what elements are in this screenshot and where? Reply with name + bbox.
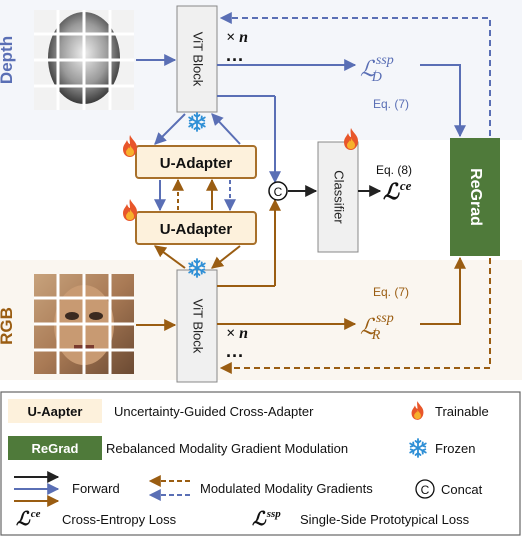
legend-concat-icon [415,479,435,499]
legend-gradient-arrows [148,475,190,501]
rgb-label: RGB [0,307,16,345]
legend-ssp-desc: Single-Side Prototypical Loss [300,512,470,527]
dots-depth: ··· [226,50,244,70]
dots-rgb: ··· [226,346,244,366]
repeat-rgb: × n [226,325,248,342]
eq8-label: Eq. (8) [376,163,412,177]
legend-concat: Concat [441,482,483,497]
legend-trainable: Trainable [435,404,489,419]
classifier-label: Classifier [332,170,347,224]
legend-forward-arrows [14,471,60,507]
rgb-to-regrad-arrow [420,256,466,325]
u-adapter-1 [135,145,257,179]
vit-adapter-links [154,113,241,269]
regrad-box [450,138,500,256]
vit-block-rgb-label: ViT Block [191,299,206,354]
legend-ce-desc: Cross-Entropy Loss [62,512,177,527]
legend-forward: Forward [72,481,120,496]
u-adapter-2-label: U-Adapter [160,221,233,238]
legend-uadapter-desc: Uncertainty-Guided Cross-Adapter [114,404,314,419]
legend-uadapter-swatch [8,399,102,423]
legend-ssp-symbol: ℒssp [252,508,281,530]
legend-concat-symbol: C [421,483,430,497]
eq7-bottom: Eq. (7) [373,285,409,299]
repeat-depth: × n [226,29,248,46]
legend-ce-symbol: ℒce [16,508,41,530]
rgb-image [34,274,134,374]
legend-regrad-key: ReGrad [32,441,79,456]
concat-symbol: C [274,185,283,199]
concat-node: C [217,95,318,287]
eq7-top: Eq. (7) [373,97,409,111]
u-adapter-2 [135,211,257,245]
classifier-box [317,141,359,253]
u-adapter-1-label: U-Adapter [160,155,233,172]
depth-to-regrad-arrow [420,64,466,138]
adapter-links [154,178,236,212]
flame-icon [123,199,137,221]
depth-label: Depth [0,36,16,84]
vit-block-rgb [176,269,218,383]
vit-block-depth [176,5,218,113]
loss-ce: ℒce [383,178,412,204]
legend-regrad-swatch [8,436,102,460]
rgb-gradient-arrow [219,258,491,374]
legend-box [0,391,521,536]
legend-regrad-desc: Rebalanced Modality Gradient Modulation [106,441,348,456]
legend-uadapter-key: U-Aapter [28,404,83,419]
vit-block-depth-label: ViT Block [191,32,206,87]
legend-modulated: Modulated Modality Gradients [200,481,373,496]
depth-image [34,10,134,110]
legend-frozen: Frozen [435,441,475,456]
regrad-label: ReGrad [467,168,484,226]
